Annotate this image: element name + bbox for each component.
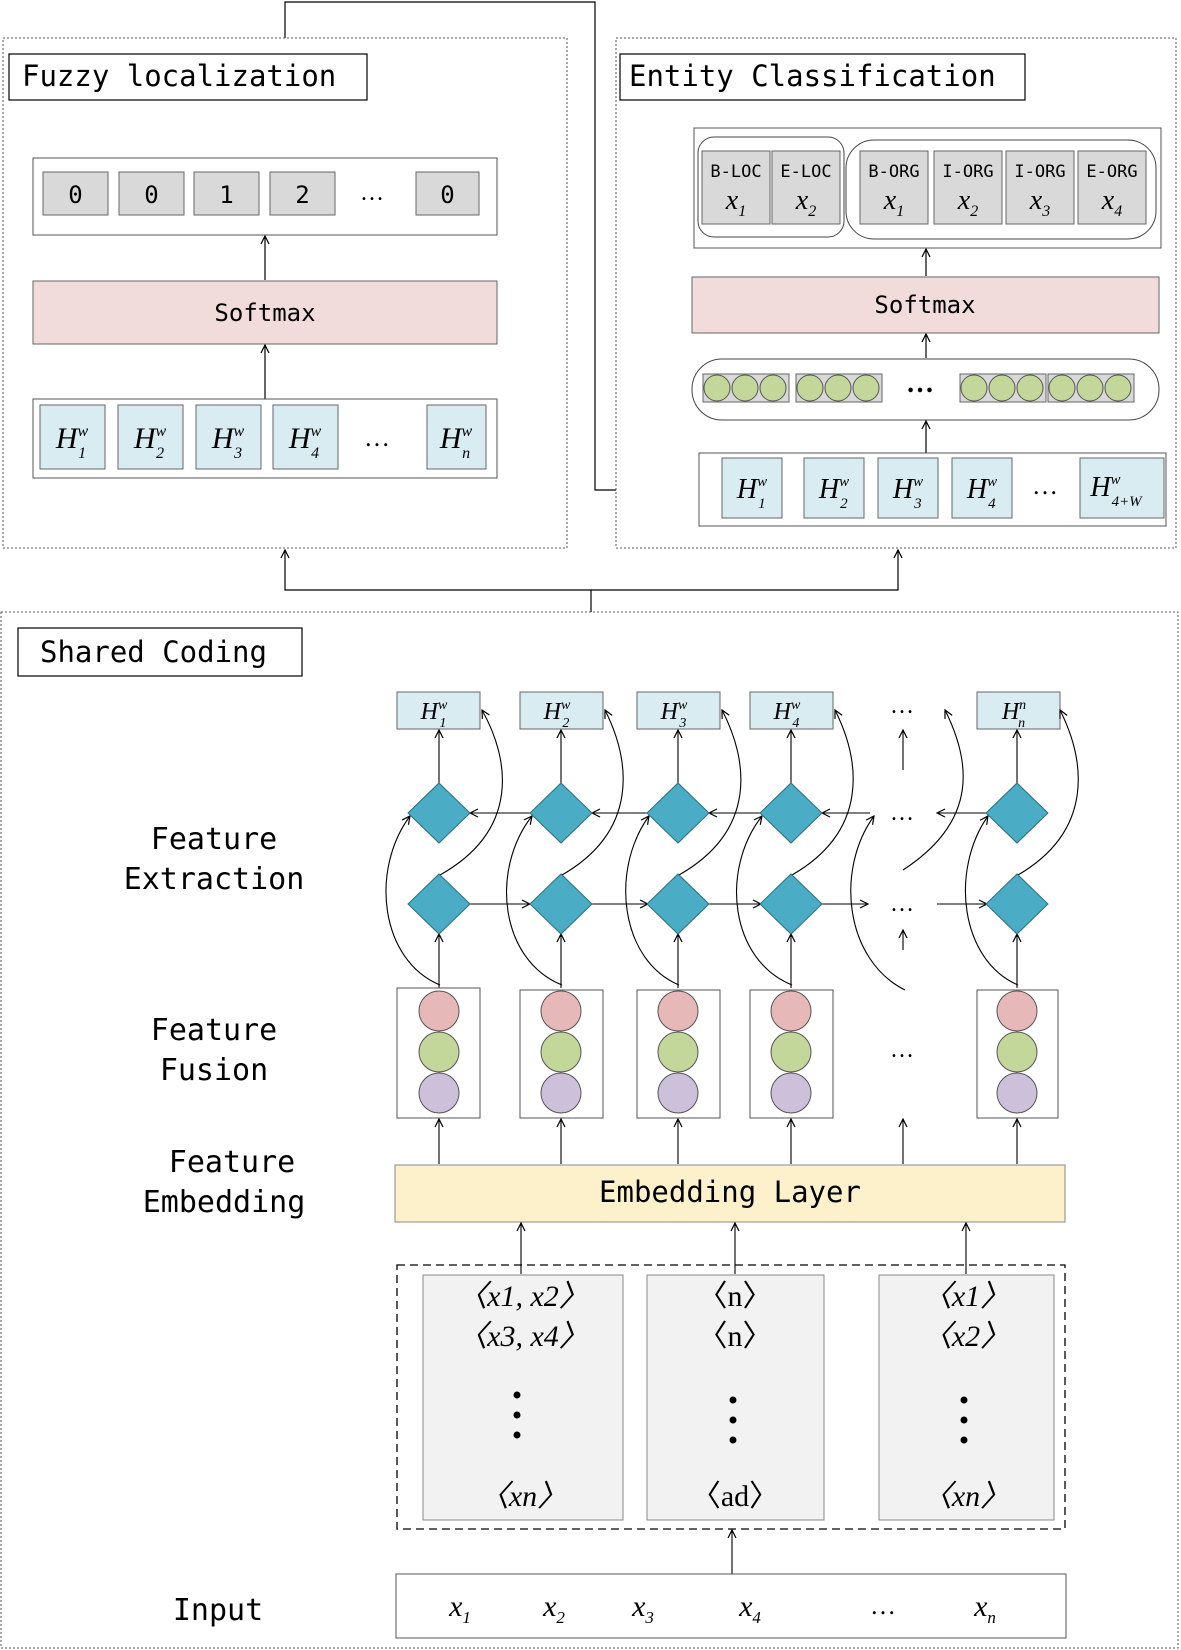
- fuzzy-output-2: 1: [219, 181, 233, 209]
- fuzzy-output-0: 0: [68, 181, 82, 209]
- input-token-1: x1: [448, 1590, 471, 1627]
- feature-columns: 〈x1, x2〉 〈x3, x4〉 〈xn〉 〈n〉 〈n〉 〈ad〉 〈x1〉…: [422, 1274, 1055, 1521]
- entity-tag-3-var: x1: [883, 185, 904, 220]
- entity-tag-6-var: x4: [1101, 185, 1122, 220]
- feature-col-1-line1: 〈x1, x2〉: [457, 1280, 589, 1313]
- feature-col-2-line1: 〈n〉: [698, 1280, 773, 1313]
- fusion-ellipsis: …: [890, 1037, 914, 1063]
- entity-softmax-box: [691, 276, 1160, 334]
- fuzzy-output-1: 0: [144, 181, 158, 209]
- feature-col-3-line1: 〈x1〉: [922, 1280, 1010, 1313]
- feature-col-2-line2: 〈n〉: [698, 1320, 773, 1353]
- bilstm-forward-ellipsis: …: [890, 891, 914, 917]
- entity-tag-3-label: B-ORG: [868, 162, 919, 182]
- fuzzy-softmax-label: Softmax: [214, 299, 315, 327]
- label-feature-embedding-1: Feature: [169, 1145, 295, 1180]
- fuzzy-hidden-row: [32, 398, 498, 479]
- shared-hidden-ellipsis: …: [890, 693, 914, 719]
- entity-tag-5-label: I-ORG: [1014, 162, 1065, 182]
- entity-tag-4-label: I-ORG: [942, 162, 993, 182]
- bilstm-lattice: [385, 710, 1079, 991]
- label-feature-fusion-1: Feature: [151, 1013, 277, 1048]
- entity-tag-2-var: x2: [795, 185, 816, 220]
- label-feature-extraction-2: Extraction: [124, 862, 305, 897]
- features-to-embedding-arrows: [521, 1223, 966, 1274]
- entity-tag-6-label: E-ORG: [1086, 162, 1137, 182]
- entity-tag-1-label: B-LOC: [710, 162, 761, 182]
- input-token-2: x2: [542, 1590, 565, 1627]
- entity-hidden-ellipsis: …: [1032, 471, 1058, 500]
- entity-softmax-label: Softmax: [874, 291, 975, 319]
- label-feature-fusion-2: Fusion: [160, 1053, 268, 1088]
- entity-tags: B-LOC x1 E-LOC x2 B-ORG x1 I-ORG x2 I-OR…: [701, 150, 1147, 225]
- entity-tag-1-var: x1: [725, 185, 746, 220]
- input-tokens: x1 x2 x3 x4 … xn: [448, 1590, 996, 1627]
- feature-col-3-line2: 〈x2〉: [922, 1320, 1010, 1353]
- label-feature-extraction-1: Feature: [151, 822, 277, 857]
- input-token-n: xn: [973, 1590, 996, 1627]
- shared-to-panels-connector: [285, 550, 898, 612]
- label-feature-embedding-2: Embedding: [143, 1185, 306, 1220]
- shared-title: Shared Coding: [40, 635, 267, 669]
- embedding-to-fusion-arrows: [439, 1119, 1017, 1164]
- fuzzy-softmax-box: [32, 280, 498, 345]
- shared-coding-panel: Shared Coding Feature Extraction Feature…: [0, 611, 1179, 1649]
- entity-classification-panel: Entity Classification B-LOC x1 E-LOC x2 …: [615, 37, 1177, 549]
- fuzzy-output-ellipsis: …: [360, 180, 384, 206]
- input-token-4: x4: [738, 1590, 761, 1627]
- fuzzy-title: Fuzzy localization: [22, 59, 336, 93]
- input-token-3: x3: [631, 1590, 654, 1627]
- embedding-layer-box: [394, 1164, 1066, 1223]
- label-input: Input: [173, 1593, 263, 1628]
- entity-tag-5-var: x3: [1029, 185, 1050, 220]
- bilstm-backward-ellipsis: …: [890, 800, 914, 826]
- input-row: [395, 1573, 1067, 1639]
- fuzzy-output-5: 0: [440, 181, 454, 209]
- entity-title: Entity Classification: [629, 59, 996, 93]
- input-token-ellipsis: …: [870, 1591, 896, 1620]
- embedding-layer-label: Embedding Layer: [599, 1175, 861, 1209]
- fuzzy-hidden-ellipsis: …: [364, 423, 390, 452]
- feature-col-1-line2: 〈x3, x4〉: [457, 1320, 589, 1353]
- feature-col-2-last: 〈ad〉: [691, 1480, 779, 1513]
- entity-feature-dots: …: [906, 368, 934, 399]
- fuzzy-output-values: 0 0 1 2 … 0: [42, 171, 480, 216]
- entity-feature-vectors: …: [702, 368, 1135, 403]
- fuzzy-localization-panel: Fuzzy localization 0 0 1 2 … 0 Softmax H…: [2, 37, 568, 549]
- fuzzy-output-3: 2: [295, 181, 309, 209]
- feature-col-1-last: 〈xn〉: [479, 1480, 567, 1513]
- feature-fusion-units: …: [396, 987, 1059, 1119]
- entity-tag-2-label: E-LOC: [780, 162, 831, 182]
- bilstm-cells: [407, 782, 1049, 935]
- feature-col-3-last: 〈xn〉: [922, 1480, 1010, 1513]
- entity-tag-4-var: x2: [957, 185, 978, 220]
